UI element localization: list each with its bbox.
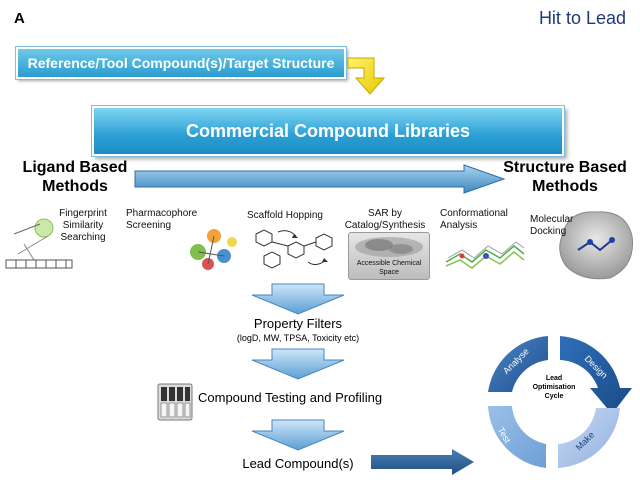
conformational-image — [445, 241, 525, 269]
down-arrow-1 — [251, 283, 345, 315]
method-sar-line2: Catalog/Synthesis — [344, 220, 426, 231]
method-fingerprint-line1: Fingerprint — [59, 208, 107, 219]
structure-based-label: Structure Based Methods — [500, 158, 630, 196]
method-docking-line2: Docking — [530, 226, 567, 237]
down-arrow-3 — [251, 419, 345, 451]
sar-inset-line2: Space — [379, 269, 399, 276]
method-docking-label: Molecular Docking — [530, 214, 590, 238]
cycle-segment-make — [558, 408, 620, 468]
compound-library-box: Commercial Compound Libraries — [91, 105, 565, 157]
cycle-center-line3: Cycle — [544, 393, 564, 400]
method-pharmacophore-line2: Screening — [126, 220, 172, 231]
sar-inset-image: Accessible Chemical Space — [348, 232, 430, 280]
sar-inset-label: Accessible Chemical Space — [349, 259, 429, 277]
method-conformational-label: Conformational Analysis — [440, 208, 530, 232]
compound-testing-label: Compound Testing and Profiling — [198, 390, 383, 405]
method-fingerprint-label: Fingerprint Similarity Searching — [50, 208, 116, 244]
vials-icon — [157, 383, 193, 421]
property-filters-detail: (logD, MW, TPSA, Toxicity etc) — [236, 333, 360, 343]
scaffold-hopping-image — [255, 229, 333, 269]
method-fingerprint-line2: Similarity — [62, 220, 104, 231]
down-arrow-2 — [251, 348, 345, 380]
bent-arrow-icon — [347, 57, 386, 95]
method-fingerprint-line3: Searching — [60, 232, 106, 243]
page-title: Hit to Lead — [538, 8, 626, 28]
lead-optimisation-cycle — [488, 336, 632, 468]
structure-based-line2: Methods — [532, 178, 598, 195]
ligand-based-label: Ligand Based Methods — [20, 158, 130, 196]
method-sar-line1: SAR by — [368, 208, 402, 219]
cycle-center-label: Lead Optimisation Cycle — [516, 374, 592, 401]
cycle-center-line1: Lead — [545, 375, 563, 382]
method-pharmacophore-line1: Pharmacophore — [126, 208, 198, 219]
pharmacophore-image — [190, 229, 237, 270]
property-filters-label: Property Filters — [253, 316, 343, 331]
method-pharmacophore-label: Pharmacophore Screening — [126, 208, 208, 232]
method-scaffold-label: Scaffold Hopping — [247, 210, 323, 221]
lead-compound-label: Lead Compound(s) — [242, 456, 354, 471]
chemical-space-cloud — [355, 237, 423, 257]
panel-letter: A — [14, 10, 25, 27]
ligand-based-line1: Ligand Based — [22, 159, 128, 176]
cycle-segment-analyse — [488, 336, 548, 392]
cycle-segment-test — [488, 406, 546, 468]
method-sar-label: SAR by Catalog/Synthesis — [342, 208, 428, 232]
cycle-segment-design — [560, 336, 632, 414]
docking-image — [559, 211, 634, 280]
fingerprint-image — [5, 218, 73, 269]
lead-to-cycle-arrow — [371, 449, 474, 475]
structure-based-line1: Structure Based — [503, 159, 627, 176]
reference-box: Reference/Tool Compound(s)/Target Struct… — [15, 46, 347, 80]
method-docking-line1: Molecular — [530, 214, 574, 225]
methods-axis-arrow — [134, 164, 506, 194]
method-conformational-line1: Conformational — [440, 208, 508, 219]
cycle-center-line2: Optimisation — [532, 384, 576, 391]
ligand-based-line2: Methods — [42, 178, 108, 195]
method-conformational-line2: Analysis — [440, 220, 478, 231]
sar-inset-line1: Accessible Chemical — [356, 260, 422, 267]
